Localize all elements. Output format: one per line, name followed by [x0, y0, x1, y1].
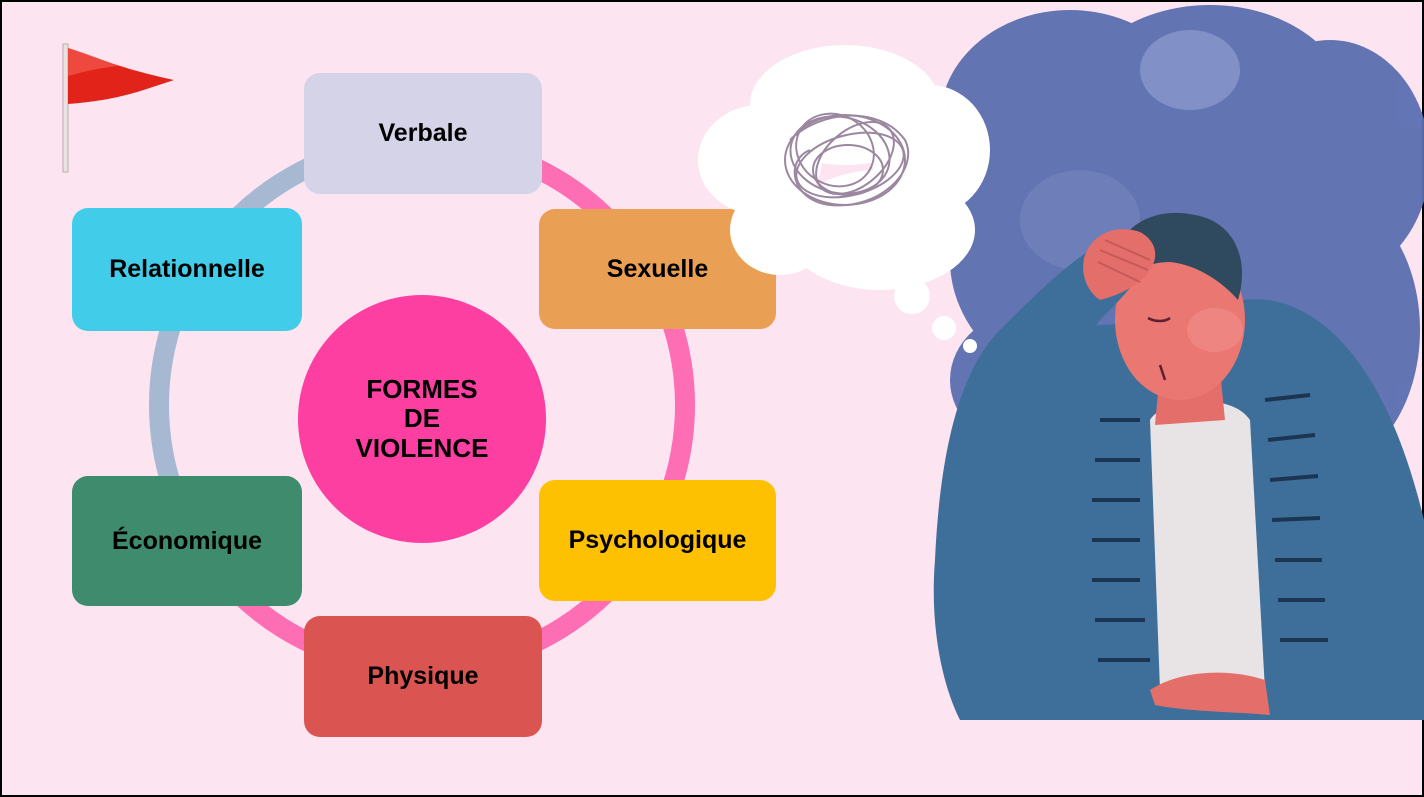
node-verbale: Verbale [304, 73, 542, 194]
center-line: DE [356, 404, 489, 433]
thought-bubble [698, 45, 990, 353]
person [934, 213, 1424, 720]
worried-person-illustration [690, 40, 1424, 797]
node-physique: Physique [304, 616, 542, 737]
center-line: FORMES [356, 375, 489, 404]
center-circle: FORMES DE VIOLENCE [298, 295, 546, 543]
node-economique: Économique [72, 476, 302, 606]
center-line: VIOLENCE [356, 434, 489, 463]
node-relationnelle: Relationnelle [72, 208, 302, 331]
